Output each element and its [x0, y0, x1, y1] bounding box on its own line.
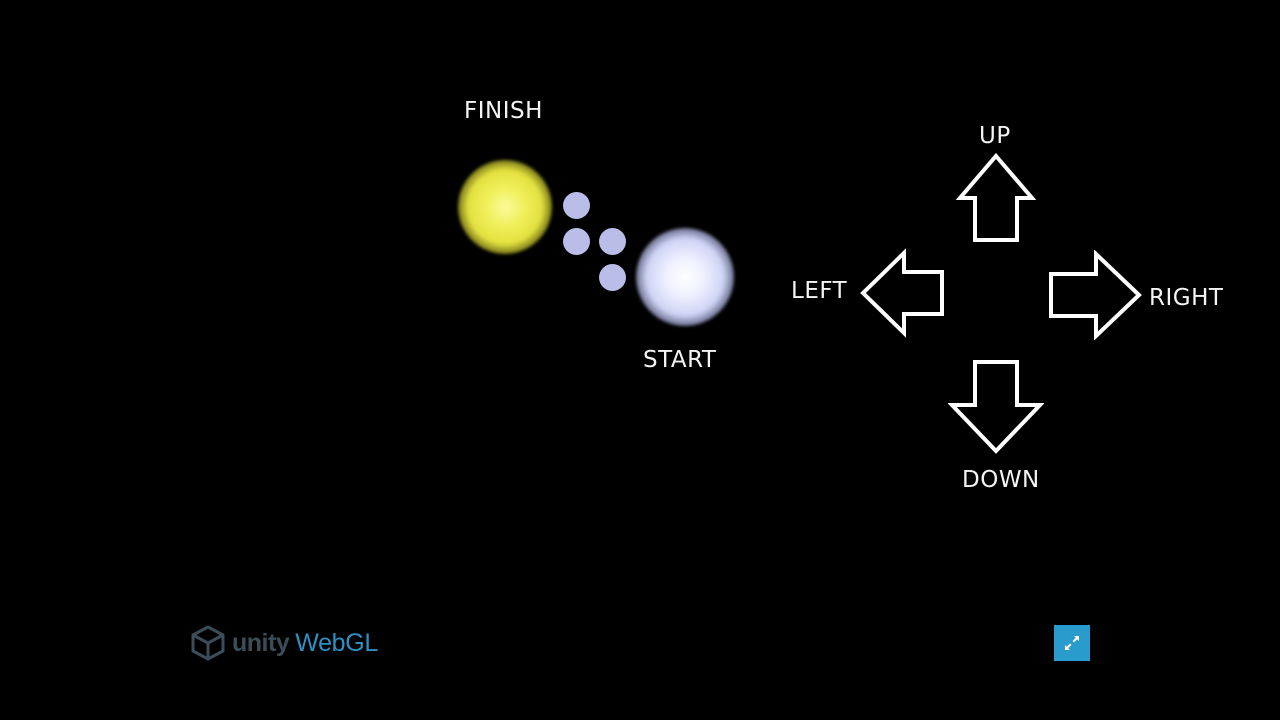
unity-webgl-logo: unity WebGL: [190, 624, 378, 662]
start-label: START: [643, 347, 717, 373]
unity-wordmark: unity: [232, 628, 290, 657]
path-dot: [599, 228, 626, 255]
up-arrow-icon[interactable]: [954, 152, 1038, 246]
finish-label: FINISH: [464, 98, 543, 124]
fullscreen-button[interactable]: [1054, 625, 1090, 661]
path-dot: [563, 228, 590, 255]
path-dot: [599, 264, 626, 291]
down-arrow-icon[interactable]: [948, 357, 1044, 455]
finish-orb: [458, 160, 552, 254]
path-dot: [563, 192, 590, 219]
fullscreen-expand-icon: [1065, 636, 1079, 650]
down-label: DOWN: [962, 467, 1040, 493]
start-orb: [636, 228, 734, 326]
left-label: LEFT: [791, 278, 848, 304]
right-arrow-icon[interactable]: [1046, 250, 1144, 340]
unity-cube-icon: [191, 625, 225, 661]
right-label: RIGHT: [1149, 285, 1224, 311]
webgl-wordmark: WebGL: [295, 628, 379, 657]
up-label: UP: [979, 123, 1011, 149]
left-arrow-icon[interactable]: [858, 248, 948, 338]
